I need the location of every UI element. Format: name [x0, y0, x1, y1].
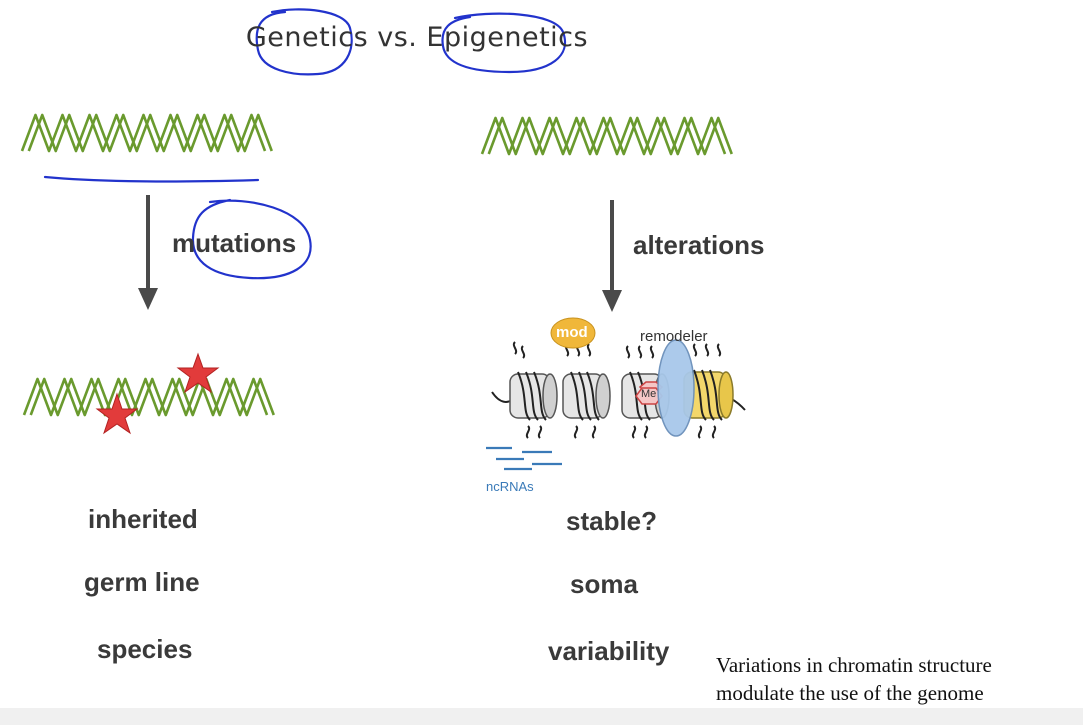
arrow-alterations: [602, 200, 622, 312]
arrow-mutations: [138, 195, 158, 310]
ncrnas-label: ncRNAs: [486, 479, 534, 494]
mod-shape: [550, 317, 596, 349]
dna-strand: [22, 377, 269, 417]
dna-helix-right: [480, 116, 733, 156]
mutation-star-1: [176, 352, 220, 394]
bottom-bar: [0, 708, 1083, 725]
left-property-2: germ line: [84, 567, 200, 597]
ink-annotations: [43, 8, 566, 280]
ncrna-lines: [486, 446, 562, 471]
left-property-3: species: [97, 634, 193, 664]
dna-strand: [27, 113, 273, 153]
nucleosome-1: [509, 341, 558, 439]
ink-circle-mutations: [191, 198, 312, 280]
dna-strand: [20, 113, 267, 153]
mutation-star-2: [95, 392, 139, 435]
page-title: Genetics vs. Epigenetics: [245, 22, 589, 53]
dna-strand: [480, 116, 727, 156]
right-property-3: variability: [548, 636, 670, 666]
caption-line-2: modulate the use of the genome: [716, 681, 984, 705]
chromatin-illustration: [486, 317, 746, 471]
dna-strand: [29, 377, 275, 417]
remodeler-label: remodeler: [640, 328, 708, 345]
caption-line-1: Variations in chromatin structure: [716, 653, 992, 677]
remodeler-shape: [657, 339, 695, 437]
mod-label: mod: [556, 324, 588, 341]
right-property-1: stable?: [566, 506, 658, 536]
caption: Variations in chromatin structure modula…: [716, 651, 992, 707]
dna-helix-left: [20, 113, 273, 153]
mutated-dna-helix: [22, 377, 275, 417]
nucleosome-2: [562, 343, 611, 439]
ink-circle-epigenetics: [441, 12, 566, 74]
ink-underline: [43, 175, 260, 183]
ink-circle-genetics: [255, 8, 353, 76]
left-property-1: inherited: [88, 504, 198, 534]
mutations-label: mutations: [172, 228, 297, 258]
alterations-label: alterations: [633, 230, 765, 260]
right-property-2: soma: [570, 569, 638, 599]
dna-strand: [487, 116, 733, 156]
me-label: Me: [641, 388, 657, 400]
